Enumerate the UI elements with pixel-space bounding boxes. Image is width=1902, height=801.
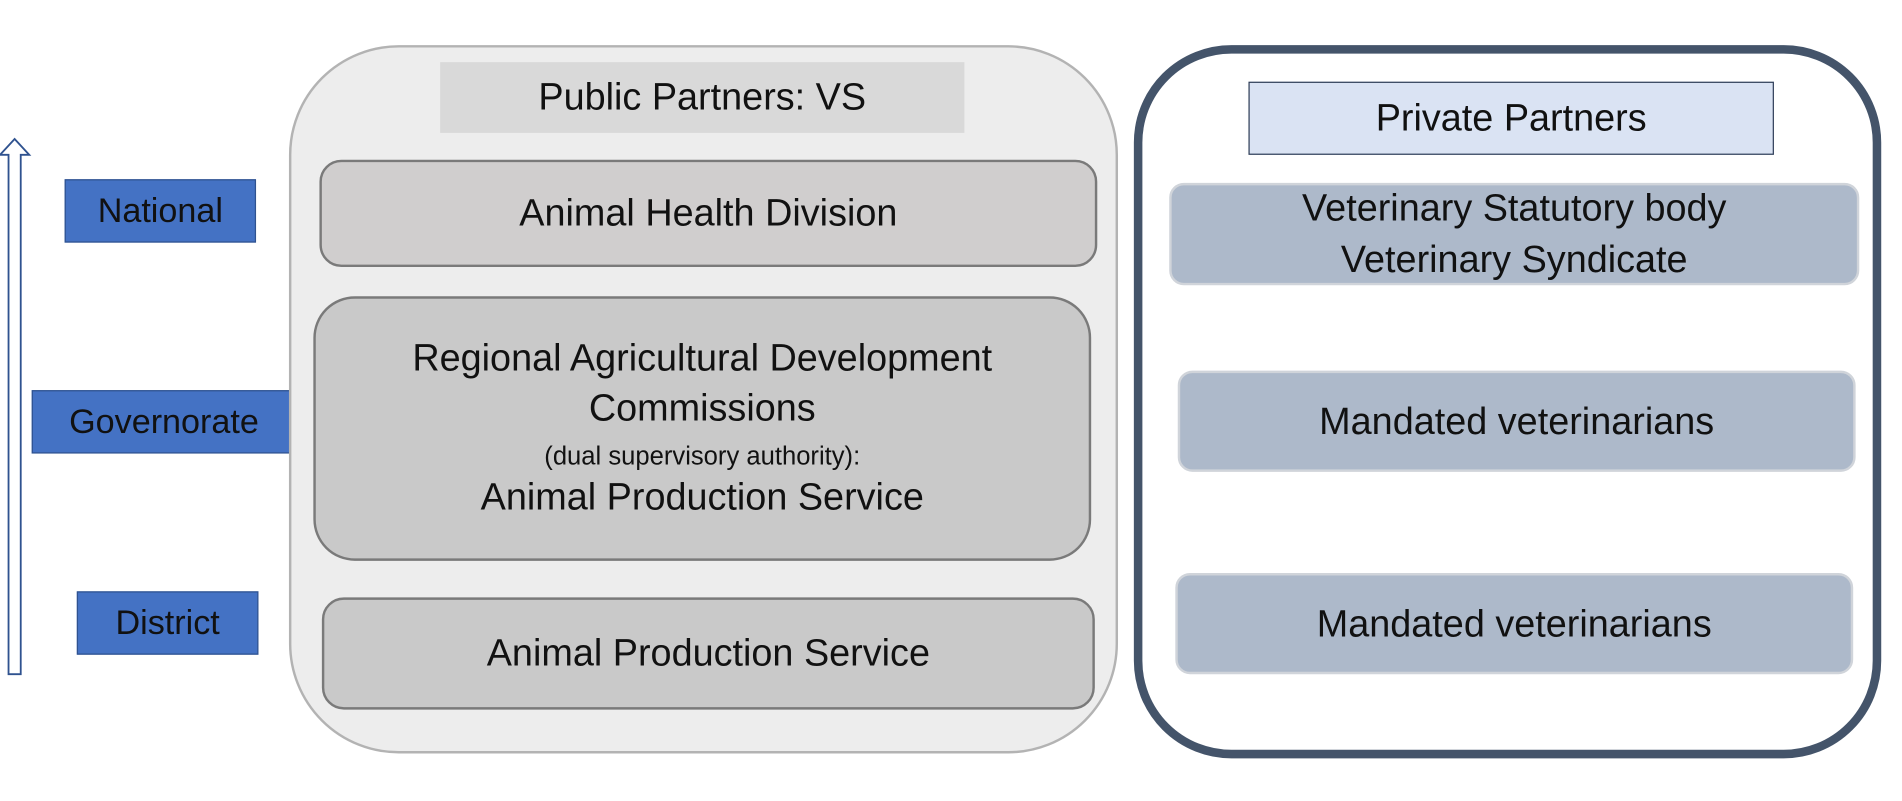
level-governorate: Governorate [31, 390, 297, 454]
governorate-note: (dual supervisory authority): [544, 442, 861, 471]
level-district: District [76, 591, 259, 655]
public-national-box: Animal Health Division [319, 159, 1098, 268]
level-national: National [64, 179, 257, 243]
private-governorate-box: Mandated veterinarians [1177, 370, 1856, 472]
public-district-box: Animal Production Service [321, 597, 1095, 710]
governorate-line2: Commissions [588, 386, 816, 429]
up-arrow-icon [0, 137, 32, 676]
public-partners-title: Public Partners: VS [440, 62, 965, 133]
private-partners-title: Private Partners [1248, 81, 1774, 155]
private-national-line1: Veterinary Statutory body [1302, 186, 1727, 230]
governorate-line3: Animal Production Service [480, 475, 924, 519]
private-district-box: Mandated veterinarians [1175, 573, 1854, 675]
private-national-line2: Veterinary Syndicate [1340, 237, 1688, 281]
public-governorate-box: Regional Agricultural Development Commis… [313, 296, 1092, 561]
governorate-line1: Regional Agricultural Development [412, 336, 993, 380]
private-national-box: Veterinary Statutory body Veterinary Syn… [1169, 182, 1860, 286]
